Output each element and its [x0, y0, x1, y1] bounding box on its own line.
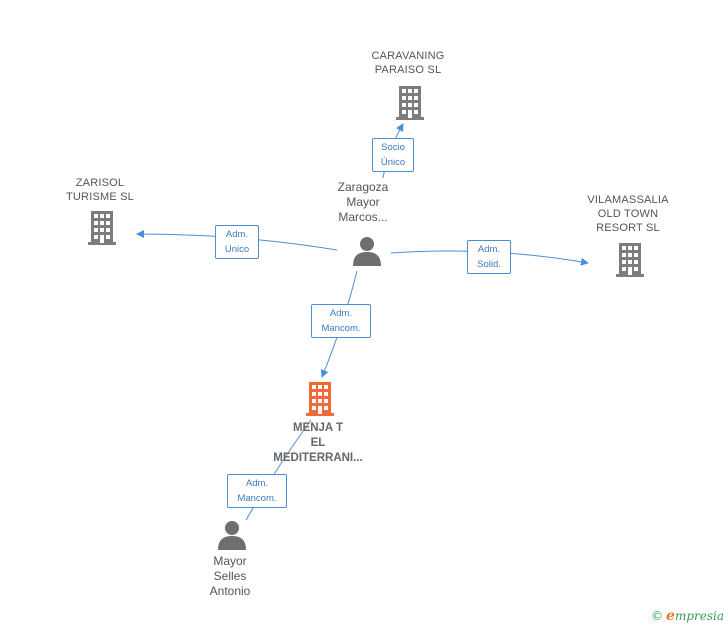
brand-name: mpresia — [674, 609, 724, 623]
zarisol-building-icon[interactable] — [88, 211, 116, 245]
edge-mayor-selles-to-menja — [245, 419, 312, 521]
zarisol-label-line1: ZARISOL — [75, 177, 125, 189]
menja-label-line1: MENJA T — [292, 422, 344, 434]
vilamassalia-label-line3: RESORT SL — [596, 222, 660, 234]
zaragoza-label[interactable]: Zaragoza Mayor Marcos... — [313, 180, 413, 225]
relation-adm-unico[interactable]: Adm. Unico — [215, 225, 259, 259]
relation-adm-mancom-1-line1: Adm. — [329, 308, 353, 319]
mayor-selles-label-line2: Selles — [213, 569, 247, 583]
relation-adm-solid[interactable]: Adm. Solid. — [467, 240, 511, 274]
caravaning-label[interactable]: CARAVANING PARAISO SL — [358, 49, 458, 77]
zarisol-label-line2: TURISME SL — [65, 191, 134, 203]
zarisol-label[interactable]: ZARISOL TURISME SL — [50, 176, 150, 204]
menja-building-icon[interactable] — [306, 382, 334, 416]
relation-adm-mancom-1[interactable]: Adm. Mancom. — [311, 304, 371, 338]
mayor-selles-person-icon[interactable] — [218, 521, 246, 550]
vilamassalia-building-icon[interactable] — [616, 243, 644, 277]
relation-adm-mancom-2-line2: Mancom. — [237, 493, 277, 504]
relation-adm-solid-line2: Solid. — [477, 259, 501, 270]
relation-adm-unico-line2: Unico — [224, 244, 250, 255]
mayor-selles-label-line1: Mayor — [213, 554, 247, 568]
empresia-logo[interactable]: ©empresia — [651, 608, 724, 624]
zaragoza-person-icon[interactable] — [353, 237, 381, 266]
vilamassalia-label-line1: VILAMASSALIA — [587, 194, 669, 206]
zaragoza-label-line2: Mayor — [346, 195, 380, 209]
relation-socio-unico-line1: Socio — [381, 142, 405, 153]
vilamassalia-label[interactable]: VILAMASSALIA OLD TOWN RESORT SL — [578, 193, 678, 235]
relation-adm-unico-line1: Adm. — [225, 229, 249, 240]
mayor-selles-label-line3: Antonio — [209, 584, 251, 598]
vilamassalia-label-line2: OLD TOWN — [597, 208, 659, 220]
menja-label-line2: EL — [310, 437, 326, 449]
menja-label-line3: MEDITERRANI... — [273, 452, 363, 464]
zaragoza-label-line1: Zaragoza — [337, 180, 389, 194]
menja-label[interactable]: MENJA T EL MEDITERRANI... — [258, 421, 378, 466]
relation-socio-unico[interactable]: Socio Único — [372, 138, 414, 172]
relation-adm-mancom-2-line1: Adm. — [245, 478, 269, 489]
caravaning-label-line2: PARAISO SL — [374, 64, 442, 76]
relation-adm-solid-line1: Adm. — [477, 244, 501, 255]
brand-initial: e — [666, 608, 675, 624]
relation-adm-mancom-2[interactable]: Adm. Mancom. — [227, 474, 287, 508]
caravaning-building-icon[interactable] — [396, 86, 424, 120]
copyright-icon: © — [651, 609, 664, 623]
zaragoza-label-line3: Marcos... — [338, 210, 388, 224]
mayor-selles-label[interactable]: Mayor Selles Antonio — [180, 554, 280, 599]
relation-socio-unico-line2: Único — [380, 157, 406, 168]
caravaning-label-line1: CARAVANING — [371, 50, 445, 62]
relation-adm-mancom-1-line2: Mancom. — [321, 323, 361, 334]
